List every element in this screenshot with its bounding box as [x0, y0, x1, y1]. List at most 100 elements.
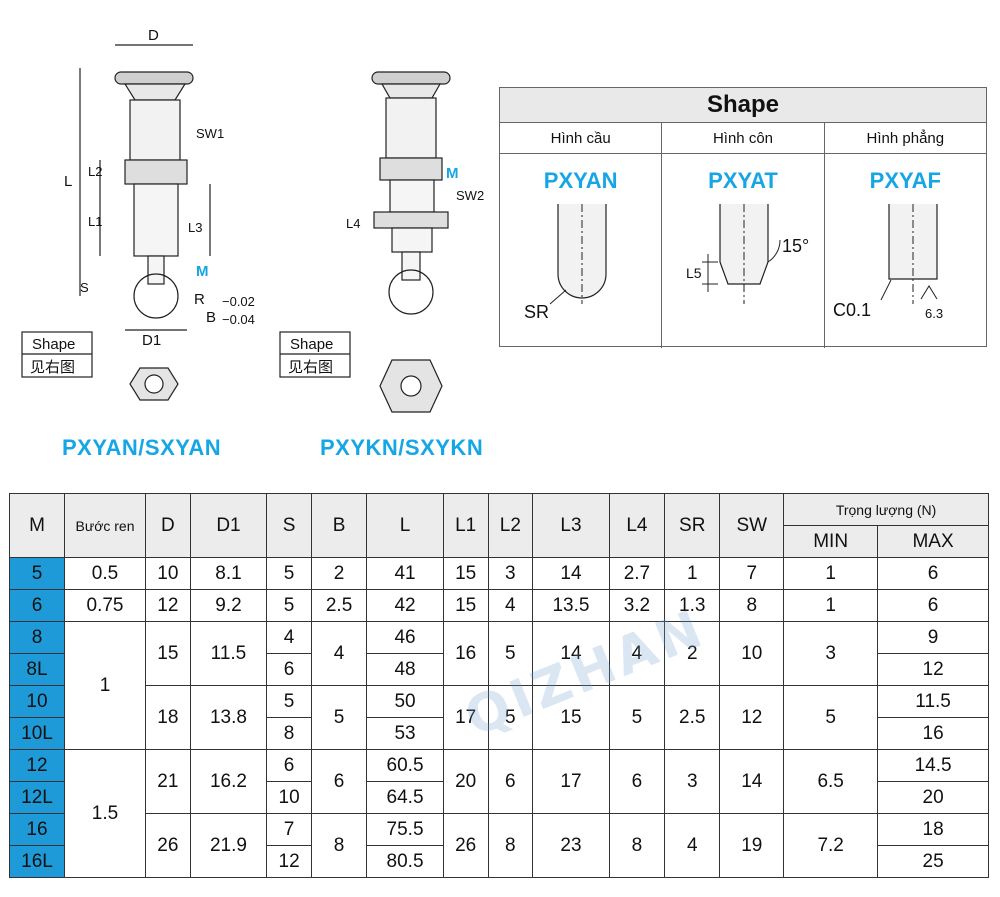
cell-L1: 16 [442, 621, 489, 686]
cell-max: 6 [877, 557, 989, 590]
cell-B: 8 [310, 813, 368, 878]
cell-L4: 2.7 [608, 557, 666, 590]
th-L4: L4 [608, 493, 666, 558]
th-L3: L3 [532, 493, 610, 558]
shape-cell-sphere: PXYAN SR [500, 154, 663, 348]
roughness-label: 6.3 [925, 306, 943, 321]
cell-M: 8L [9, 653, 65, 686]
cell-L: 75.5 [366, 813, 444, 846]
th-L1: L1 [442, 493, 489, 558]
th-S: S [266, 493, 312, 558]
dim-L3-label: L3 [188, 220, 202, 235]
cell-max: 25 [877, 845, 989, 878]
cell-L: 53 [366, 717, 444, 750]
cell-SW: 14 [719, 749, 785, 814]
cell-B: 4 [310, 621, 368, 686]
plunger-left-drawing [79, 44, 211, 331]
cell-S: 5 [266, 685, 312, 718]
cell-B: 6 [310, 749, 368, 814]
dim-D-label: D [148, 27, 159, 44]
cell-M: 6 [9, 589, 65, 622]
cell-pitch: 0.75 [64, 589, 146, 622]
shape-note-text-left: 见右图 [30, 359, 75, 376]
cell-SW: 10 [719, 621, 785, 686]
cell-pitch: 1.5 [64, 749, 146, 878]
cell-S: 12 [266, 845, 312, 878]
cell-SR: 1 [664, 557, 721, 590]
dim-B-label: B [206, 309, 216, 326]
table-row: 10 18 13.8 5 5 50 17 5 15 5 2.5 12 5 11.… [9, 685, 989, 750]
th-M: M [9, 493, 65, 558]
cell-max: 16 [877, 717, 989, 750]
dim-L4-label: L4 [346, 216, 360, 231]
cell-SW: 12 [719, 685, 785, 750]
shape-type-cone: Hình côn [662, 123, 825, 153]
cell-B: 5 [310, 685, 368, 750]
th-D1: D1 [189, 493, 268, 558]
cell-max: 9 [877, 621, 989, 654]
cell-L: 41 [366, 557, 444, 590]
cell-SW: 7 [719, 557, 785, 590]
cell-L2: 5 [487, 621, 534, 686]
cell-L1: 20 [442, 749, 489, 814]
cell-min: 1 [783, 589, 879, 622]
shape-type-sphere: Hình cầu [500, 123, 663, 153]
cell-SR: 1.3 [664, 589, 721, 622]
th-L: L [366, 493, 444, 558]
sphere-tip-drawing: SR [524, 204, 607, 322]
cell-L4: 3.2 [608, 589, 666, 622]
cell-S: 4 [266, 621, 312, 654]
cell-SW: 8 [719, 589, 785, 622]
cell-L1: 26 [442, 813, 489, 878]
cell-M: 12L [9, 781, 65, 814]
cell-SR: 2 [664, 621, 721, 686]
dim-L1-label: L1 [88, 214, 102, 229]
shape-cell-cone: PXYAT L5 15° [662, 154, 825, 348]
cell-D: 15 [145, 621, 191, 686]
cell-S: 7 [266, 813, 312, 846]
cell-L4: 4 [608, 621, 666, 686]
cell-S: 6 [266, 749, 312, 782]
cell-B: 2.5 [310, 589, 368, 622]
cell-L2: 4 [487, 589, 534, 622]
cell-pitch: 0.5 [64, 557, 146, 590]
cell-max: 20 [877, 781, 989, 814]
cell-min: 3 [783, 621, 879, 686]
cell-L4: 8 [608, 813, 666, 878]
cell-L: 42 [366, 589, 444, 622]
cell-L1: 15 [442, 589, 489, 622]
shape-angle: 15° [782, 236, 809, 256]
dim-L2-label: L2 [88, 164, 102, 179]
cell-L2: 5 [487, 685, 534, 750]
shape-code: PXYAT [708, 168, 778, 193]
cell-max: 18 [877, 813, 989, 846]
cell-D1: 11.5 [189, 621, 268, 686]
cell-D: 26 [145, 813, 191, 878]
cell-min: 7.2 [783, 813, 879, 878]
cell-L4: 6 [608, 749, 666, 814]
tol-lower: −0.04 [222, 312, 255, 327]
cell-M: 10L [9, 717, 65, 750]
table-row: 12 1.5 21 16.2 6 6 60.5 20 6 17 6 3 14 6… [9, 749, 989, 878]
cell-D: 21 [145, 749, 191, 814]
dim-S-label: S [80, 280, 89, 295]
cell-L2: 8 [487, 813, 534, 878]
th-pitch: Bước ren [64, 493, 146, 558]
cell-L: 48 [366, 653, 444, 686]
cell-L3: 17 [532, 749, 610, 814]
shape-code: PXYAF [869, 168, 941, 193]
technical-drawings: D L L2 L1 L3 S SW1 M R B −0.02 −0.04 D1 … [21, 27, 484, 413]
cell-D: 18 [145, 685, 191, 750]
cell-max: 6 [877, 589, 989, 622]
th-max: MAX [877, 525, 989, 558]
cell-L: 50 [366, 685, 444, 718]
cell-min: 5 [783, 685, 879, 750]
cell-M: 8 [9, 621, 65, 654]
cell-S: 5 [266, 557, 312, 590]
cell-M: 16 [9, 813, 65, 846]
cell-S: 10 [266, 781, 312, 814]
cell-D: 12 [145, 589, 191, 622]
th-D: D [145, 493, 191, 558]
cell-SR: 4 [664, 813, 721, 878]
cell-M: 10 [9, 685, 65, 718]
